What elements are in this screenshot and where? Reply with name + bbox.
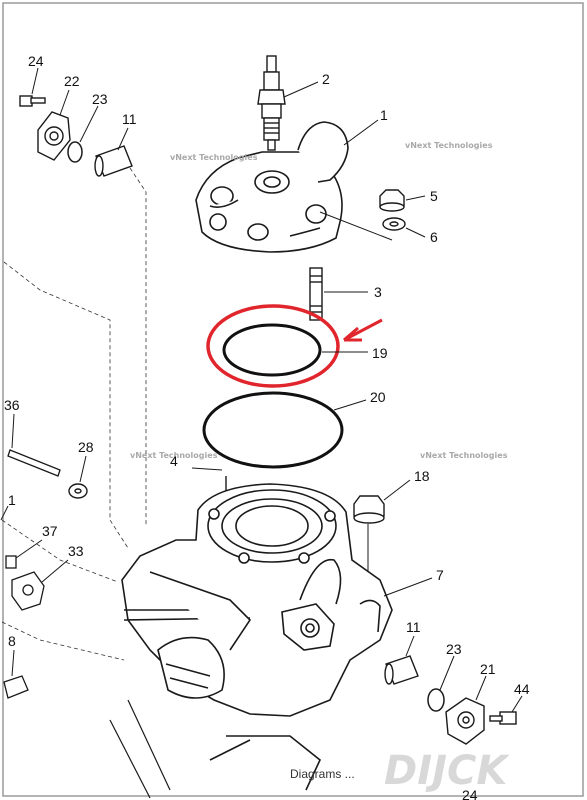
part-1-cylinder-head — [195, 121, 349, 253]
part-8-fitting — [3, 675, 29, 699]
part-21-flange — [445, 697, 485, 745]
part-2-spark-plug — [257, 55, 286, 151]
part-44-bolt — [489, 711, 517, 725]
leader-21 — [475, 675, 487, 701]
leader-36 — [11, 413, 15, 449]
dijck-logo: DIJCK — [384, 748, 510, 794]
leader-2 — [283, 81, 319, 98]
part-24-bolt — [19, 95, 46, 107]
label-20: 20 — [370, 389, 386, 405]
leader-22 — [59, 89, 70, 116]
label-28: 28 — [78, 439, 94, 455]
part-20-gasket — [202, 391, 344, 469]
leader-18 — [383, 479, 411, 501]
leader-23a — [79, 105, 99, 143]
part-6-washer — [382, 217, 406, 231]
watermark-1: vNext Technologies — [405, 141, 493, 150]
label-2: 2 — [322, 71, 330, 87]
label-24: 24 — [28, 53, 44, 69]
label-19: 19 — [372, 345, 388, 361]
label-24-lower: 24 — [462, 787, 478, 800]
part-33-bracket — [11, 571, 45, 611]
leader-8 — [11, 649, 15, 677]
label-4: 4 — [170, 453, 178, 469]
leader-11b — [405, 635, 415, 657]
leader-28 — [79, 455, 87, 483]
label-11-top: 11 — [122, 111, 137, 127]
part-11-sleeve-lower — [384, 655, 419, 685]
watermark-4: vNext Technologies — [420, 451, 508, 460]
highlight-arrow-shaft — [343, 318, 383, 342]
label-8: 8 — [8, 633, 16, 649]
label-23-lower: 23 — [446, 641, 462, 657]
assembly-guide-lines — [1, 167, 147, 661]
leader-33 — [41, 559, 69, 583]
part-23-oring-lower — [427, 688, 445, 712]
part-3-stud — [309, 267, 323, 321]
leader-1b — [0, 505, 9, 521]
leader-7 — [383, 577, 433, 597]
watermark-2: vNext Technologies — [170, 153, 258, 162]
label-7: 7 — [436, 567, 444, 583]
label-5: 5 — [430, 188, 438, 204]
label-11-lower: 11 — [406, 619, 421, 635]
assembly-line-head — [319, 211, 393, 241]
caption-text: Diagrams ... — [290, 767, 355, 781]
part-5-nut — [379, 189, 405, 212]
logo-text: DIJCK — [384, 748, 510, 794]
part-22-flange — [37, 111, 71, 161]
label-21: 21 — [480, 661, 496, 677]
leader-1 — [343, 119, 379, 146]
part-28-washer — [68, 483, 88, 499]
part-23-oring — [67, 141, 83, 163]
label-1: 1 — [380, 107, 388, 123]
leader-37 — [15, 539, 43, 559]
label-18: 18 — [414, 468, 430, 484]
lower-left-outline — [109, 699, 171, 799]
part-19-gasket — [222, 323, 322, 377]
leader-6 — [405, 227, 426, 238]
leader-24 — [31, 67, 39, 95]
leader-5 — [405, 195, 426, 201]
part-7-cylinder-block — [121, 483, 393, 791]
part-36-rod — [7, 449, 61, 477]
label-1-left: 1 — [8, 492, 16, 508]
leader-44 — [511, 695, 523, 713]
part-37-bolt — [5, 555, 17, 569]
watermark-3: vNext Technologies — [130, 451, 218, 460]
leader-11a — [117, 127, 129, 151]
highlight-arrow-head — [343, 326, 362, 342]
label-3: 3 — [374, 284, 382, 300]
highlight-circle — [206, 304, 340, 388]
part-18-nut — [353, 495, 385, 524]
leader-23b — [439, 655, 455, 691]
label-22: 22 — [64, 73, 80, 89]
label-33: 33 — [68, 543, 84, 559]
leader-4 — [191, 467, 223, 471]
label-37: 37 — [42, 523, 58, 539]
label-23-top: 23 — [92, 91, 108, 107]
label-44: 44 — [514, 681, 530, 697]
label-36: 36 — [4, 397, 20, 413]
part-11-sleeve — [94, 145, 133, 177]
label-6: 6 — [430, 229, 438, 245]
leader-20 — [333, 399, 367, 411]
